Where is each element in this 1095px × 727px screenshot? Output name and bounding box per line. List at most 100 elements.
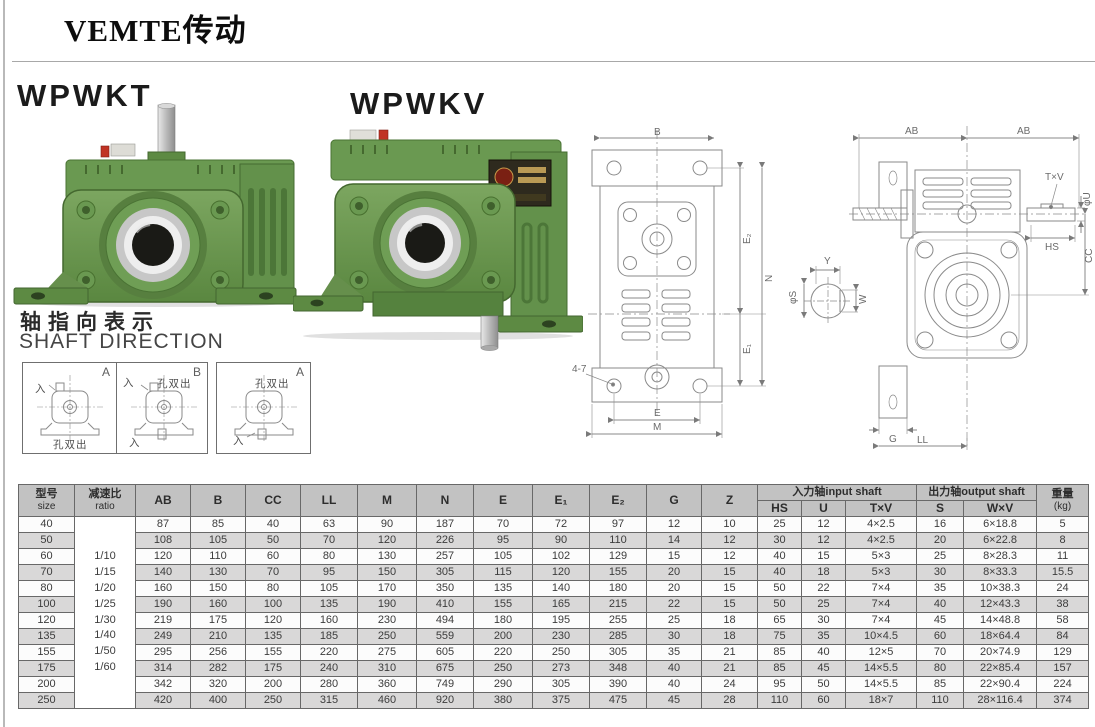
table-cell: 85 <box>757 644 802 661</box>
output-label: 孔双出 <box>53 439 88 451</box>
table-cell: 15 <box>646 548 702 565</box>
table-cell: 120 <box>357 532 417 549</box>
left-edge-line <box>3 0 5 727</box>
table-cell: 314 <box>135 660 191 677</box>
col-group-output-shaft: 出力轴output shaft <box>916 484 1038 501</box>
shaft-direction-diagram <box>131 375 197 441</box>
table-cell-size: 60 <box>18 548 75 565</box>
table-cell: 130 <box>190 564 246 581</box>
table-cell: 240 <box>300 660 358 677</box>
input-label-bottom: 入 <box>129 437 141 449</box>
model-name-wpwkt: WPWKT <box>17 78 153 113</box>
table-cell: 85 <box>190 516 246 533</box>
shaft-detail-drawing: Y φS W <box>778 246 878 346</box>
table-cell: 190 <box>135 596 191 613</box>
table-cell: 290 <box>473 676 533 693</box>
table-cell: 70 <box>245 564 301 581</box>
table-cell: 45 <box>801 660 846 677</box>
table-cell: 15.5 <box>1036 564 1090 581</box>
dim-label-ab-right: AB <box>1017 126 1031 137</box>
table-cell: 5 <box>1036 516 1090 533</box>
side-view-drawing: AB AB T×V φU HS CC G LL <box>845 118 1095 458</box>
col-header-s: S <box>916 500 965 517</box>
table-cell: 250 <box>473 660 533 677</box>
table-cell: 85 <box>757 660 802 677</box>
table-cell: 219 <box>135 612 191 629</box>
table-cell: 129 <box>589 548 647 565</box>
table-cell: 97 <box>589 516 647 533</box>
table-cell: 475 <box>589 692 647 709</box>
table-cell: 180 <box>473 612 533 629</box>
table-cell: 315 <box>300 692 358 709</box>
table-cell: 12 <box>646 516 702 533</box>
table-cell: 75 <box>757 628 802 645</box>
table-cell: 210 <box>190 628 246 645</box>
table-cell: 35 <box>916 580 965 597</box>
table-cell: 70 <box>473 516 533 533</box>
table-cell: 310 <box>357 660 417 677</box>
table-cell: 230 <box>357 612 417 629</box>
table-cell: 140 <box>532 580 590 597</box>
table-cell: 7×4 <box>844 580 918 597</box>
table-cell: 129 <box>1036 644 1090 661</box>
table-cell: 95 <box>300 564 358 581</box>
table-cell: 40 <box>646 660 702 677</box>
table-cell: 305 <box>532 676 590 693</box>
table-cell: 25 <box>801 596 846 613</box>
table-cell: 60 <box>245 548 301 565</box>
shaft-direction-box-a1: A 入 孔双出 <box>22 362 117 454</box>
table-cell: 249 <box>135 628 191 645</box>
table-cell-size: 155 <box>18 644 75 661</box>
table-cell: 24 <box>701 676 758 693</box>
input-label: 入 <box>35 383 47 395</box>
input-label: 入 <box>123 377 135 389</box>
table-cell: 10×4.5 <box>844 628 918 645</box>
shaft-direction-diagram <box>231 375 297 441</box>
col-header-m: M <box>357 484 417 517</box>
table-cell: 187 <box>416 516 474 533</box>
table-cell: 28 <box>701 692 758 709</box>
table-cell: 95 <box>757 676 802 693</box>
table-cell: 285 <box>589 628 647 645</box>
table-cell: 45 <box>646 692 702 709</box>
dim-label-cc: CC <box>1084 249 1093 263</box>
table-cell: 256 <box>190 644 246 661</box>
callout-4-7: 4-7 <box>572 364 587 375</box>
table-cell: 494 <box>416 612 474 629</box>
table-cell: 180 <box>589 580 647 597</box>
dim-label-hs: HS <box>1045 242 1059 253</box>
table-cell: 60 <box>916 628 965 645</box>
table-cell: 185 <box>300 628 358 645</box>
table-cell: 170 <box>357 580 417 597</box>
table-cell: 342 <box>135 676 191 693</box>
table-cell: 40 <box>757 564 802 581</box>
table-cell-size: 250 <box>18 692 75 709</box>
table-cell: 90 <box>532 532 590 549</box>
table-cell: 12 <box>701 548 758 565</box>
table-cell: 110 <box>757 692 802 709</box>
table-cell: 14×5.5 <box>844 676 918 693</box>
col-header-b: B <box>190 484 246 517</box>
table-cell: 14×48.8 <box>963 612 1038 629</box>
table-cell: 250 <box>357 628 417 645</box>
table-cell: 7×4 <box>844 596 918 613</box>
table-cell: 5×3 <box>844 548 918 565</box>
table-cell: 50 <box>801 676 846 693</box>
table-cell: 195 <box>532 612 590 629</box>
table-cell: 160 <box>300 612 358 629</box>
table-cell: 15 <box>701 596 758 613</box>
box-corner-letter: A <box>101 365 110 379</box>
table-cell-size: 80 <box>18 580 75 597</box>
front-view-drawing: B E₂ N E₁ 4-7 E M <box>570 124 780 447</box>
dim-label-e: E <box>654 408 661 419</box>
table-cell: 80 <box>300 548 358 565</box>
table-cell: 18 <box>801 564 846 581</box>
table-cell: 273 <box>532 660 590 677</box>
table-cell: 50 <box>757 580 802 597</box>
table-cell: 295 <box>135 644 191 661</box>
col-header-hs: HS <box>757 500 802 517</box>
